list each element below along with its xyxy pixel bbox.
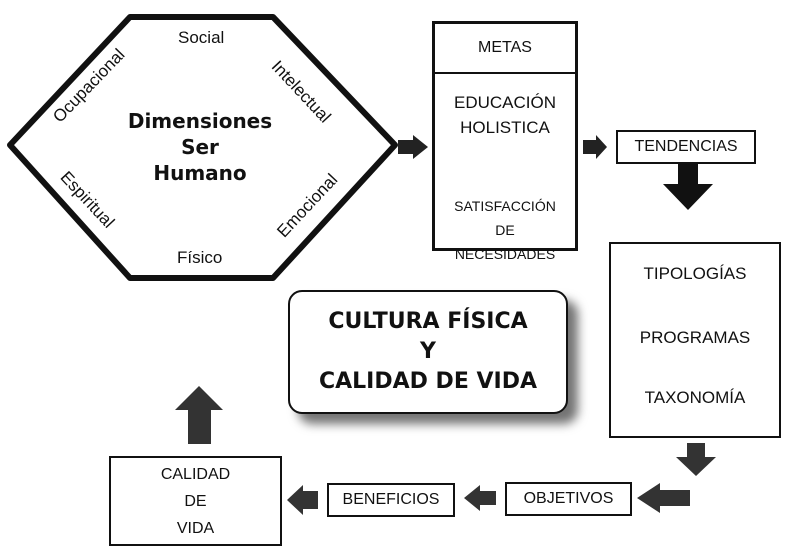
objetivos-box: OBJETIVOS bbox=[505, 482, 632, 516]
metas-header: METAS bbox=[435, 24, 575, 74]
arrow-right-2 bbox=[583, 135, 607, 159]
cultura-fisica-box: CULTURA FÍSICA Y CALIDAD DE VIDA bbox=[288, 290, 568, 414]
dimension-fisico: Físico bbox=[177, 248, 223, 267]
center-line: CALIDAD DE VIDA bbox=[318, 369, 538, 394]
calidad-line: CALIDAD bbox=[160, 465, 231, 483]
calidad-line: DE bbox=[184, 492, 207, 510]
calidad-de-vida-box: CALIDAD DE VIDA bbox=[109, 456, 282, 546]
metas-satisfaccion: SATISFACCIÓN DE NECESIDADES bbox=[435, 194, 575, 266]
hexagon-title-line: Dimensiones bbox=[127, 109, 273, 133]
beneficios-box: BENEFICIOS bbox=[327, 483, 455, 517]
arrow-down-1 bbox=[663, 164, 713, 210]
hexagon-title-line: Humano bbox=[153, 161, 247, 185]
arrow-down-2 bbox=[676, 443, 716, 476]
arrow-left-2 bbox=[464, 485, 496, 511]
metas-box: METAS EDUCACIÓN HOLISTICA SATISFACCIÓN D… bbox=[432, 21, 578, 262]
arrow-left-3 bbox=[287, 485, 318, 515]
metas-line: SATISFACCIÓN bbox=[454, 198, 556, 214]
metas-line: NECESIDADES bbox=[454, 246, 556, 262]
dimension-social: Social bbox=[178, 28, 225, 47]
calidad-line: VIDA bbox=[176, 519, 215, 537]
metas-line: HOLISTICA bbox=[460, 118, 550, 137]
programas-item: PROGRAMAS bbox=[639, 328, 751, 347]
hexagon-title-line: Ser bbox=[181, 135, 219, 159]
tendencias-box: TENDENCIAS bbox=[616, 130, 756, 164]
center-line: CULTURA FÍSICA bbox=[328, 309, 528, 334]
taxonomia-item: TAXONOMÍA bbox=[644, 388, 746, 407]
metas-educacion: EDUCACIÓN HOLISTICA bbox=[435, 90, 575, 140]
hexagon-title: Dimensiones Ser Humano bbox=[120, 108, 280, 186]
arrow-right-1 bbox=[398, 135, 428, 159]
tipologias-box: TIPOLOGÍAS PROGRAMAS TAXONOMÍA bbox=[609, 242, 781, 438]
metas-line: EDUCACIÓN bbox=[453, 93, 556, 112]
metas-line: DE bbox=[495, 222, 515, 238]
dimensions-hexagon bbox=[7, 14, 398, 281]
arrow-up-1 bbox=[175, 386, 223, 444]
tipologias-item: TIPOLOGÍAS bbox=[643, 264, 747, 283]
arrow-left-1 bbox=[637, 483, 690, 513]
center-line: Y bbox=[420, 339, 436, 364]
